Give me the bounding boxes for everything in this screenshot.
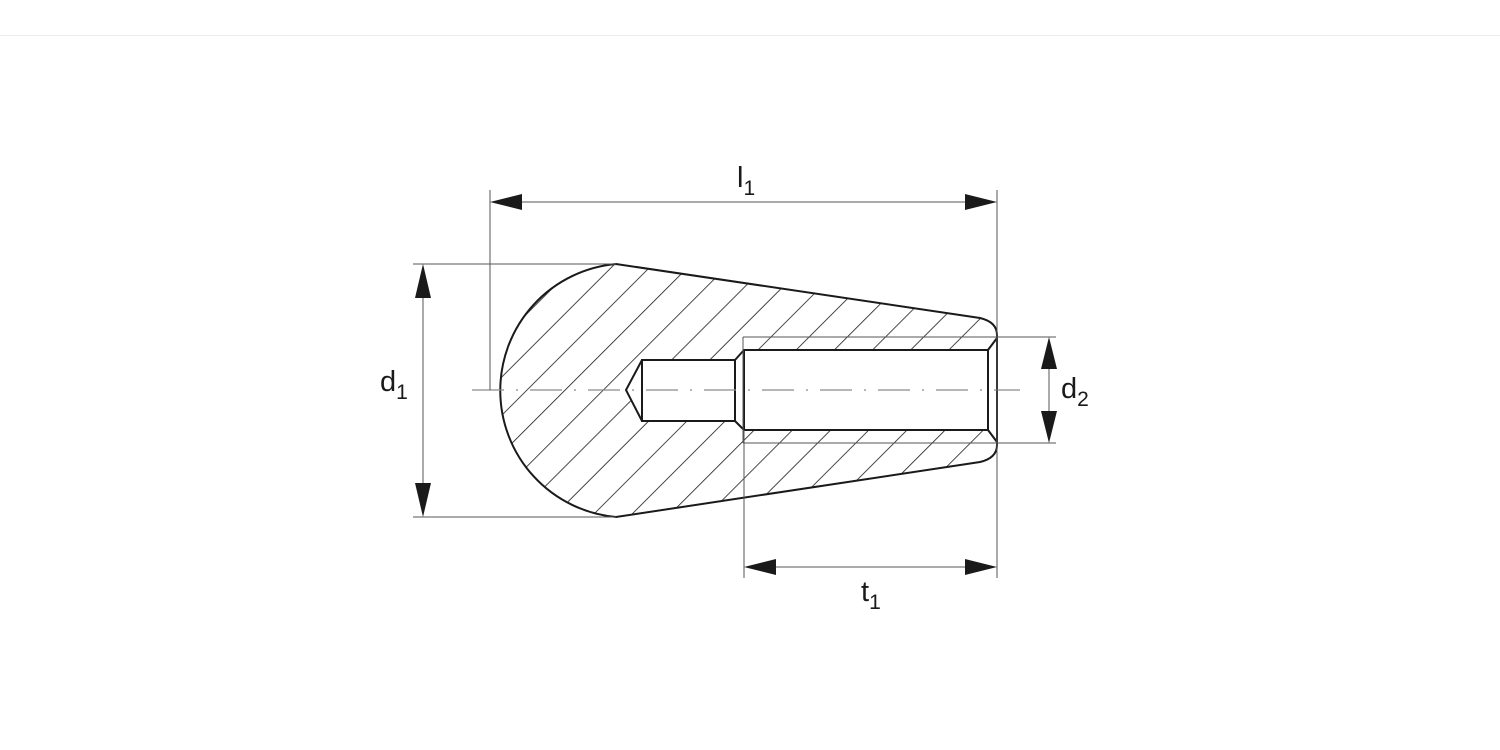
dimension-l1: l1	[490, 162, 997, 210]
extension-lines	[413, 190, 998, 578]
label-d2: d2	[1061, 373, 1089, 411]
label-t1: t1	[861, 576, 881, 614]
label-l1: l1	[737, 162, 755, 200]
dimension-d2: d2	[1041, 337, 1089, 443]
threaded-bore	[742, 336, 1056, 444]
label-d1: d1	[380, 366, 408, 404]
top-bar	[0, 0, 1500, 36]
dimension-d1: d1	[380, 264, 431, 517]
dimension-t1: t1	[744, 559, 997, 614]
